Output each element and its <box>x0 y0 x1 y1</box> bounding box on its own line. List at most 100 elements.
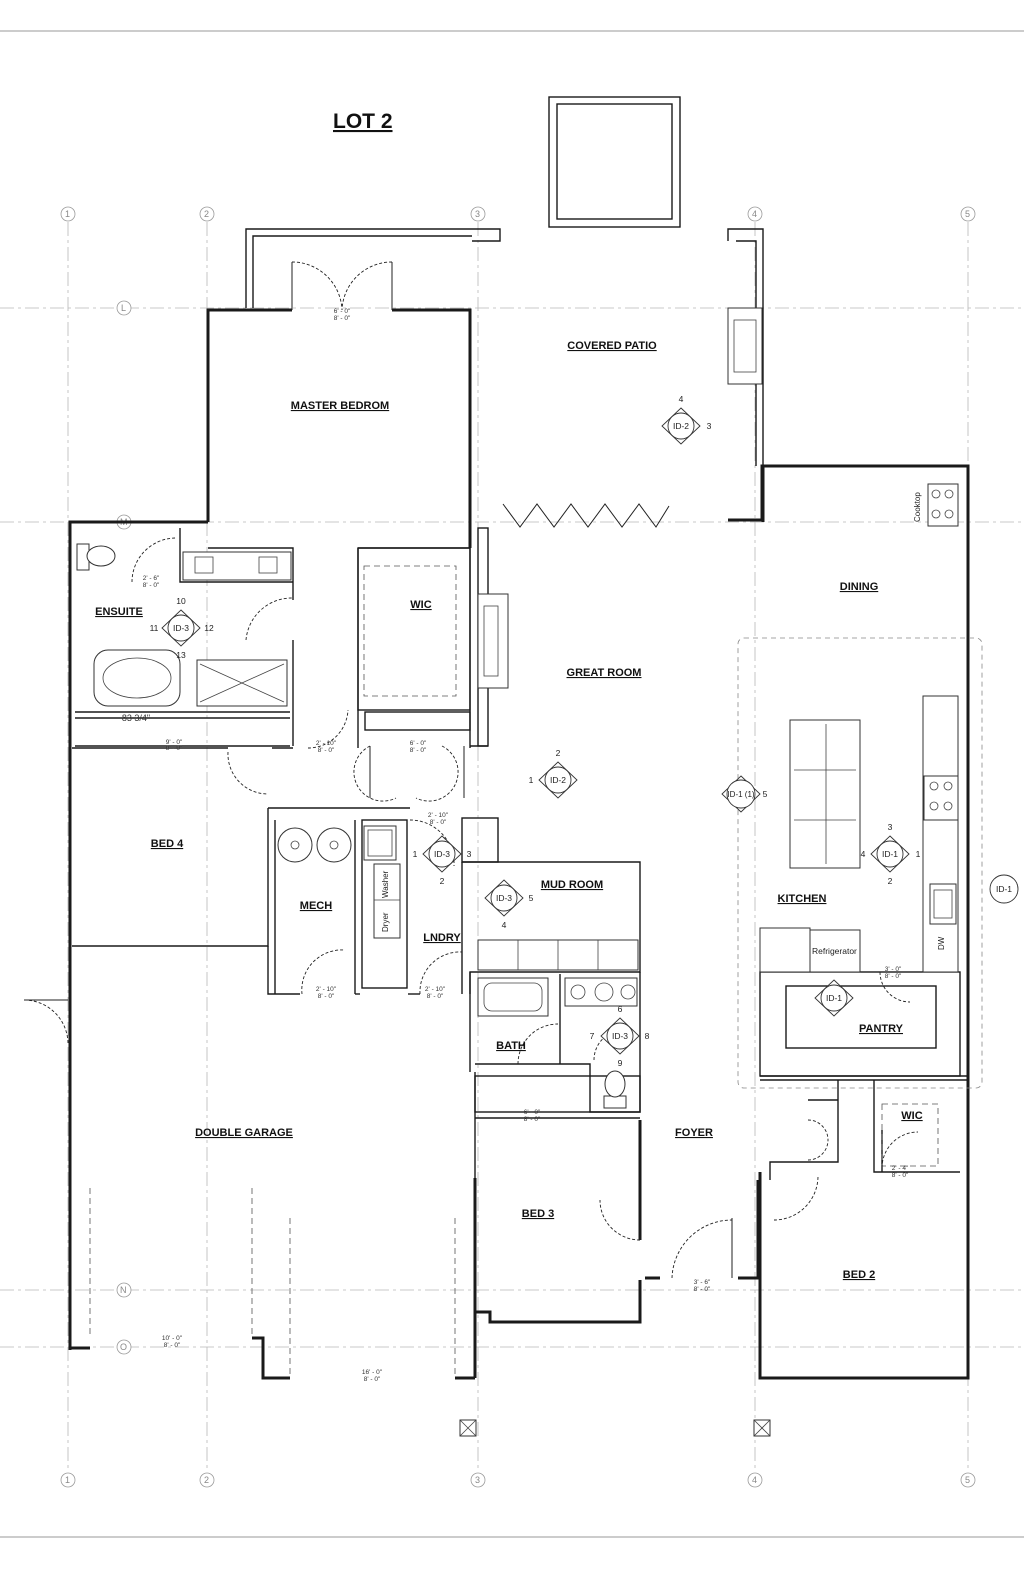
label-ensuite: ENSUITE <box>95 606 143 618</box>
svg-text:8: 8 <box>645 1031 650 1041</box>
grid-col-1-top: 1 <box>65 209 70 219</box>
dim-pantry-door-w: 3' - 0" <box>885 966 902 973</box>
tag-id1-1: ID-1 (1) <box>727 790 754 799</box>
dim-hall-door1-w: 2' - 10" <box>316 740 337 747</box>
svg-text:1: 1 <box>413 849 418 859</box>
cooktop <box>927 483 959 527</box>
dim-hall-door1-h: 8' - 0" <box>318 747 335 754</box>
svg-text:3: 3 <box>707 421 712 431</box>
appliance-labels: Cooktop Refrigerator Dryer Washer DW <box>381 492 946 956</box>
svg-text:3: 3 <box>888 822 893 832</box>
label-kitchen: KITCHEN <box>778 893 827 905</box>
dim-bed3-closet-w: 6' - 0" <box>524 1109 541 1116</box>
dim-garage-door-w: 2' - 10" <box>425 986 446 993</box>
grid-col-2-bottom: 2 <box>204 1475 209 1485</box>
dim-mech-door-h: 8' - 0" <box>318 993 335 1000</box>
dimension-labels: 6' - 0" 8' - 0" 2' - 6" 8' - 0" 83 3/4" … <box>122 308 909 1383</box>
bath-toilet <box>603 1095 627 1109</box>
dim-mech-door-w: 2' - 10" <box>316 986 337 993</box>
label-covered-patio: COVERED PATIO <box>567 340 657 352</box>
room-labels: COVERED PATIO MASTER BEDROM ENSUITE WIC … <box>95 340 923 1281</box>
svg-text:2: 2 <box>556 748 561 758</box>
kitchen-range <box>923 775 959 821</box>
dim-hall-door2-h: 8' - 0" <box>410 747 427 754</box>
dim-garage-left-w: 10' - 0" <box>162 1335 183 1342</box>
label-dw: DW <box>937 936 946 950</box>
doors <box>23 261 919 1279</box>
grid-row-o: O <box>120 1342 127 1352</box>
dim-garage-left-h: 8' - 0" <box>164 1342 181 1349</box>
label-refrigerator: Refrigerator <box>812 946 857 956</box>
svg-text:4: 4 <box>502 920 507 930</box>
fixtures <box>76 483 983 1437</box>
svg-text:2: 2 <box>440 876 445 886</box>
dryer-washer <box>373 863 401 939</box>
tag-id1-kitchen: ID-1 <box>882 849 898 859</box>
patio-skylight <box>548 96 681 228</box>
svg-text:5: 5 <box>763 789 768 799</box>
dim-foyer-door-h: 8' - 0" <box>694 1286 711 1293</box>
svg-text:4: 4 <box>679 394 684 404</box>
kitchen-zone <box>737 637 983 1089</box>
svg-text:1: 1 <box>529 775 534 785</box>
label-bed-3: BED 3 <box>522 1208 554 1220</box>
label-mech: MECH <box>300 900 332 912</box>
bath-tub <box>477 977 549 1017</box>
svg-text:4: 4 <box>861 849 866 859</box>
label-bath: BATH <box>496 1040 526 1052</box>
tag-id3-mud-room: ID-3 <box>496 893 512 903</box>
label-foyer: FOYER <box>675 1127 713 1139</box>
dim-garage-right-w: 16' - 0" <box>362 1369 383 1376</box>
tag-id2-great-room: ID-2 <box>550 775 566 785</box>
svg-text:3: 3 <box>467 849 472 859</box>
label-wic-bed2: WIC <box>901 1110 922 1122</box>
dim-tub-width: 83 3/4" <box>122 713 150 723</box>
detail-tags: ID-2 4 3 ID-3 10 11 12 13 ID-2 2 1 ID-1 … <box>150 394 1019 1068</box>
tag-id1-exterior: ID-1 <box>996 884 1012 894</box>
tag-id3-laundry: ID-3 <box>434 849 450 859</box>
grid-col-5-top: 5 <box>965 209 970 219</box>
grid-row-l: L <box>121 303 126 313</box>
svg-text:13: 13 <box>176 650 186 660</box>
dim-patio-door-w: 6' - 0" <box>334 308 351 315</box>
svg-text:2: 2 <box>888 876 893 886</box>
bath-vanity <box>564 977 638 1007</box>
ensuite-vanity <box>182 551 292 581</box>
dim-bed3-closet-h: 8' - 0" <box>524 1116 541 1123</box>
svg-text:11: 11 <box>150 623 159 633</box>
covered-patio-walls <box>245 228 764 466</box>
dim-wic-door-h: 8' - 0" <box>892 1172 909 1179</box>
label-washer: Washer <box>381 870 390 898</box>
dim-lndry-door-w: 2' - 10" <box>428 812 449 819</box>
grid-col-4-top: 4 <box>752 209 757 219</box>
dim-hall-door2-w: 6' - 0" <box>410 740 427 747</box>
svg-text:5: 5 <box>529 893 534 903</box>
tag-id2-patio: ID-2 <box>673 421 689 431</box>
fireplace <box>727 307 763 385</box>
dim-foyer-door-w: 3' - 6" <box>694 1279 711 1286</box>
tag-id1-pantry: ID-1 <box>826 993 842 1003</box>
label-pantry: PANTRY <box>859 1023 904 1035</box>
label-cooktop: Cooktop <box>913 492 922 522</box>
dim-garage-right-h: 8' - 0" <box>364 1376 381 1383</box>
freestanding-tub <box>93 649 181 707</box>
svg-text:10: 10 <box>176 596 186 606</box>
svg-text:1: 1 <box>916 849 921 859</box>
exterior-walls <box>68 308 970 1380</box>
label-master-bedroom: MASTER BEDROM <box>291 400 389 412</box>
dim-wic-door-w: 2' - 4" <box>892 1165 909 1172</box>
dim-patio-door-h: 8' - 0" <box>334 315 351 322</box>
dim-ensuite-door-w: 2' - 6" <box>143 575 160 582</box>
grid-col-3-bottom: 3 <box>475 1475 480 1485</box>
water-heater-1 <box>277 827 313 863</box>
dim-garage-door-h: 8' - 0" <box>427 993 444 1000</box>
tag-id3-ensuite: ID-3 <box>173 623 189 633</box>
great-room-bar <box>477 593 509 689</box>
label-dining: DINING <box>840 581 879 593</box>
dim-ensuite-door-h: 8' - 0" <box>143 582 160 589</box>
label-double-garage: DOUBLE GARAGE <box>195 1127 293 1139</box>
label-wic-master: WIC <box>410 599 431 611</box>
label-dryer: Dryer <box>381 912 390 932</box>
grid-col-1-bottom: 1 <box>65 1475 70 1485</box>
